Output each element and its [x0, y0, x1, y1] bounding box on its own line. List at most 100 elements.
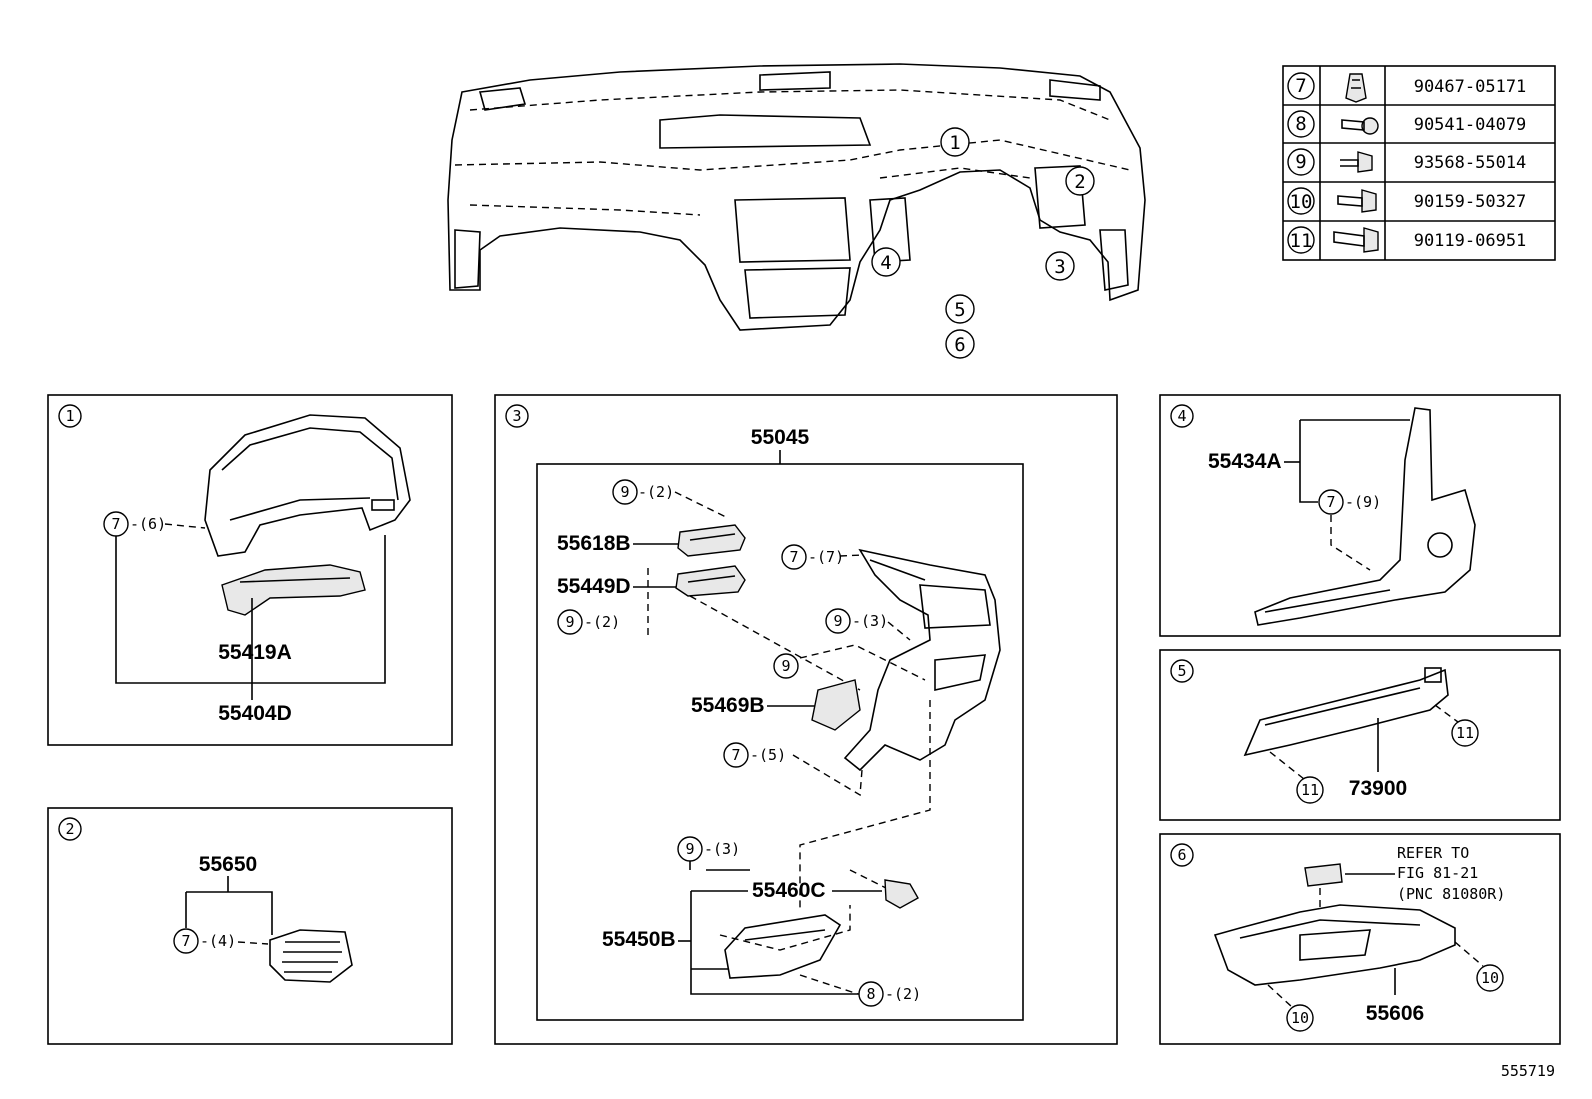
part-label-73900: 73900	[1349, 777, 1407, 800]
table-row: 9 93568-55014	[1287, 148, 1526, 176]
part-label-55434a: 55434A	[1208, 450, 1282, 473]
svg-text:6: 6	[954, 334, 965, 356]
screw-icon	[1340, 151, 1373, 173]
callout-10-left[interactable]: 10	[1286, 1004, 1314, 1032]
part-label-55460c: 55460C	[752, 879, 826, 902]
callout-5-main[interactable]: 5	[945, 294, 975, 324]
callout-7-top[interactable]: 7	[781, 544, 807, 570]
center-cluster-panel-part[interactable]	[843, 548, 1001, 772]
qty-label: -(6)	[130, 515, 166, 533]
svg-text:7: 7	[1295, 75, 1306, 97]
panel-1: 1 7 -(6) 55419A 55404D	[47, 394, 453, 746]
glove-box-trim-part[interactable]	[724, 914, 842, 979]
callout-11-left[interactable]: 11	[1296, 776, 1324, 804]
pin-icon	[1341, 117, 1379, 135]
fastener-table: 7 90467-05171 8 90541-04079 9 93568-5501…	[1282, 65, 1556, 261]
svg-text:11: 11	[1301, 781, 1319, 799]
svg-text:11: 11	[1290, 230, 1313, 252]
svg-text:90119-06951: 90119-06951	[1414, 231, 1527, 251]
svg-text:11: 11	[1456, 724, 1474, 742]
qty-label: -(2)	[885, 985, 921, 1003]
svg-text:9: 9	[781, 657, 790, 675]
svg-text:8: 8	[866, 985, 875, 1003]
qty-label: -(7)	[808, 548, 844, 566]
svg-text:3: 3	[1054, 256, 1065, 278]
svg-text:9: 9	[1295, 151, 1306, 173]
panel-3: 3 55045 9 -(2) 55618B 55449D 9 -(2)	[494, 394, 1118, 1045]
svg-text:90467-05171: 90467-05171	[1414, 77, 1527, 97]
svg-text:2: 2	[65, 820, 74, 838]
svg-text:7: 7	[789, 548, 798, 566]
part-label-55419a: 55419A	[218, 641, 292, 664]
svg-text:9: 9	[833, 612, 842, 630]
table-row: 7 90467-05171	[1287, 72, 1527, 103]
callout-9-left[interactable]: 9	[557, 609, 583, 635]
callout-11-right[interactable]: 11	[1451, 719, 1479, 747]
callout-9-low[interactable]: 9	[677, 836, 703, 862]
qty-label: -(4)	[200, 932, 236, 950]
part-label-55404d: 55404D	[218, 702, 292, 725]
svg-text:10: 10	[1290, 191, 1313, 213]
qty-label: -(9)	[1345, 493, 1381, 511]
callout-9-top[interactable]: 9	[612, 479, 638, 505]
switch-part-55618b[interactable]	[677, 524, 746, 557]
qty-label: -(2)	[638, 483, 674, 501]
callout-2-main[interactable]: 2	[1065, 166, 1095, 196]
meter-bezel-part[interactable]	[221, 564, 366, 616]
callout-7-mid[interactable]: 7	[723, 742, 749, 768]
panel-2: 2 55650 7 -(4)	[47, 807, 453, 1045]
clip-part-55460c[interactable]	[884, 879, 919, 909]
callout-7-panel4[interactable]: 7	[1318, 489, 1344, 515]
callout-9-single[interactable]: 9	[773, 653, 799, 679]
callout-1-main[interactable]: 1	[940, 127, 970, 157]
callout-9-mid[interactable]: 9	[825, 608, 851, 634]
svg-text:3: 3	[512, 407, 521, 425]
svg-text:5: 5	[1177, 662, 1186, 680]
qty-label: -(3)	[852, 612, 888, 630]
svg-text:7: 7	[111, 515, 120, 533]
switch-part-55449d[interactable]	[675, 565, 746, 597]
qty-label: -(5)	[750, 746, 786, 764]
bracket-part-55469b[interactable]	[811, 679, 861, 731]
figure-id: 555719	[1501, 1062, 1555, 1080]
refer-text: (PNC 81080R)	[1397, 885, 1505, 903]
module-part-ref[interactable]	[1304, 863, 1343, 887]
part-label-55469b: 55469B	[691, 694, 765, 717]
callout-4-main[interactable]: 4	[871, 247, 901, 277]
lower-console-part[interactable]	[1213, 904, 1456, 986]
callout-10-right[interactable]: 10	[1476, 964, 1504, 992]
knee-panel-part[interactable]	[1243, 667, 1449, 757]
dashboard-assembly	[447, 63, 1146, 331]
part-label-55450b: 55450B	[602, 928, 676, 951]
callout-7-panel1[interactable]: 7	[103, 511, 129, 537]
svg-text:2: 2	[1074, 171, 1085, 193]
svg-text:4: 4	[1177, 407, 1186, 425]
air-vent-part[interactable]	[269, 929, 353, 983]
svg-text:90541-04079: 90541-04079	[1414, 115, 1527, 135]
svg-text:4: 4	[880, 252, 891, 274]
callout-8[interactable]: 8	[858, 981, 884, 1007]
table-row: 10 90159-50327	[1287, 187, 1527, 215]
refer-text: FIG 81-21	[1397, 864, 1478, 882]
lower-panel-part[interactable]	[1254, 407, 1476, 626]
callout-3-main[interactable]: 3	[1045, 251, 1075, 281]
svg-text:10: 10	[1291, 1009, 1309, 1027]
svg-text:10: 10	[1481, 969, 1499, 987]
svg-text:7: 7	[181, 932, 190, 950]
refer-text: REFER TO	[1397, 844, 1469, 862]
panel-5: 5 11 11 73900	[1159, 649, 1561, 821]
callout-6-main[interactable]: 6	[945, 329, 975, 359]
svg-text:9: 9	[685, 840, 694, 858]
table-row: 8 90541-04079	[1287, 110, 1527, 138]
part-label-55606: 55606	[1366, 1002, 1424, 1025]
callout-7-panel2[interactable]: 7	[173, 928, 199, 954]
qty-label: -(2)	[584, 613, 620, 631]
panel-6: 6 REFER TO FIG 81-21 (PNC 81080R) 10 10 …	[1159, 833, 1561, 1045]
svg-text:1: 1	[65, 407, 74, 425]
clip-icon	[1345, 73, 1367, 103]
svg-text:90159-50327: 90159-50327	[1414, 192, 1527, 212]
svg-text:9: 9	[565, 613, 574, 631]
part-label-55650: 55650	[199, 853, 257, 876]
meter-hood-part[interactable]	[204, 414, 411, 557]
